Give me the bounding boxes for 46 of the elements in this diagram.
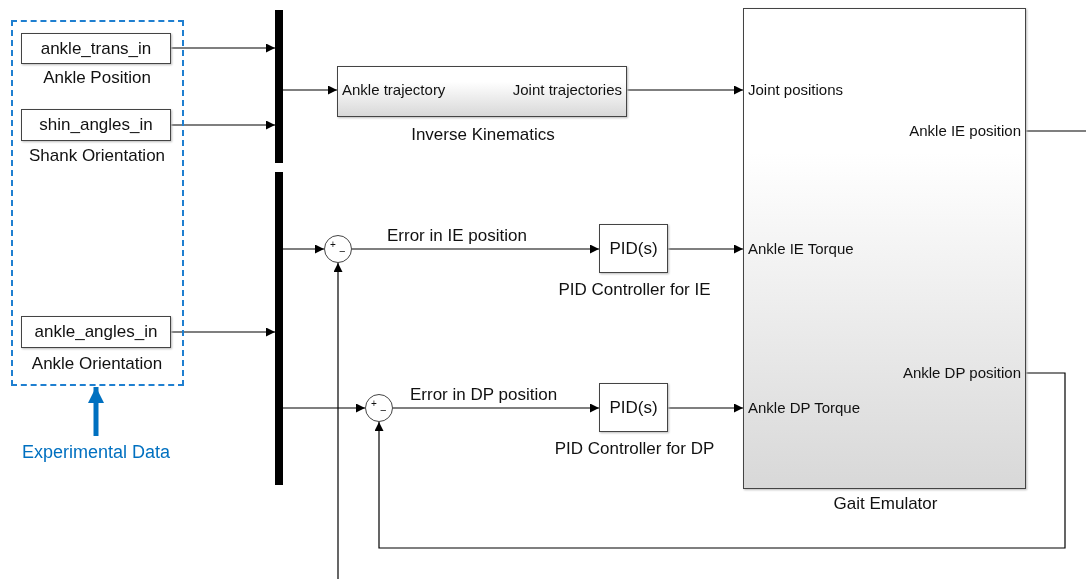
block-caption: Inverse Kinematics [410,125,556,145]
port-label: Ankle DP position [902,364,1021,381]
arrow [392,403,600,413]
sign-label: − [339,246,346,257]
arrow [170,120,276,130]
port-label: Ankle trajectory [342,81,446,98]
port-label: Ankle IE Torque [748,240,854,257]
block-caption: Ankle Orientation [30,354,164,374]
sign-label: − [380,405,387,416]
arrow [170,43,276,53]
sum-junction [324,235,352,263]
port-label: Joint positions [748,81,844,98]
arrow [667,403,744,413]
port-label: Joint trajectories [512,81,622,98]
signal-line [1025,130,1086,132]
arrow [170,327,276,337]
block-label: ankle_angles_in [34,322,158,342]
arrow [374,372,1066,549]
dashed-group-frame [11,20,184,386]
arrow [282,244,325,254]
block-caption: PID Controller for IE [557,280,712,300]
demux-bar [275,172,283,485]
arrow [88,387,104,436]
port-label: Ankle DP Torque [748,399,861,416]
sum-junction [365,394,393,422]
arrow [333,262,343,579]
arrow [626,85,744,95]
edge-label: Error in DP position [408,385,560,405]
block-label: ankle_trans_in [40,38,152,59]
arrow [351,244,600,254]
arrow [282,403,366,413]
arrow [667,244,744,254]
edge-label: Error in IE position [385,226,529,246]
block-caption: Shank Orientation [27,146,167,166]
block-caption: Ankle Position [42,68,152,88]
block-label: PID(s) [609,397,658,418]
block-caption: PID Controller for DP [553,439,716,459]
sign-label: + [371,399,377,409]
block-label: shin_angles_in [39,115,153,135]
annotation-text: Experimental Data [8,442,184,466]
block-label: PID(s) [609,238,658,259]
sign-label: + [330,240,336,250]
port-label: Ankle IE position [909,122,1021,139]
block-caption: Gait Emulator [832,494,939,514]
mux-bar [275,10,283,163]
arrow [282,85,338,95]
